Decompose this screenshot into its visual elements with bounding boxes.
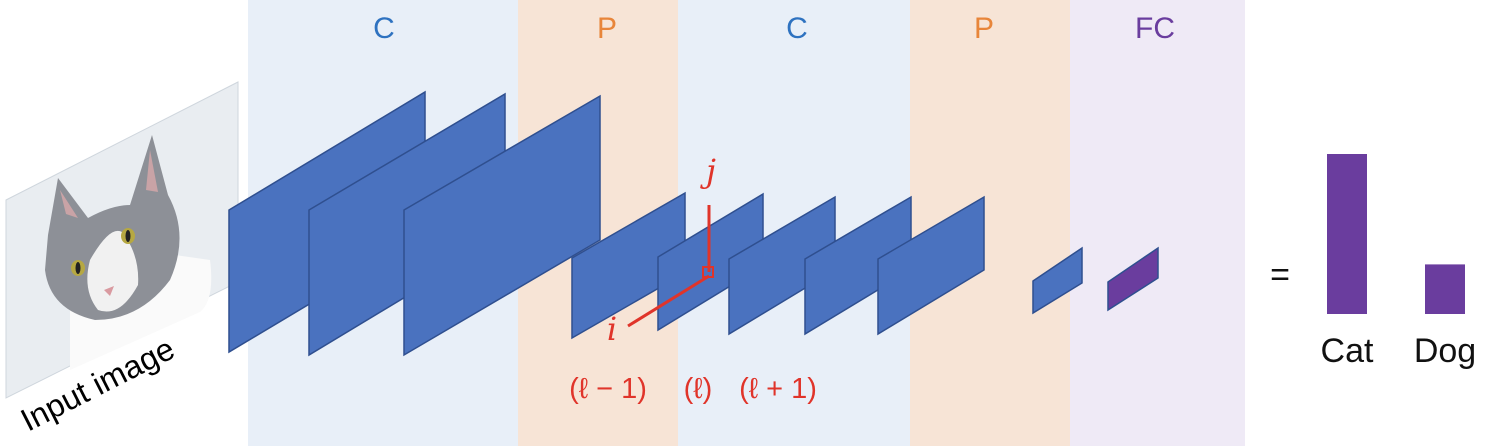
conv1-map-3 bbox=[403, 94, 601, 357]
conv2-map-4 bbox=[877, 195, 985, 336]
band-label-pool-1: P bbox=[597, 12, 617, 45]
i-label: i bbox=[607, 310, 617, 348]
pool2-map-1 bbox=[1032, 246, 1083, 315]
output-scores: = Cat Dog bbox=[1270, 154, 1476, 370]
layer-next-label: (ℓ + 1) bbox=[739, 373, 817, 405]
cat-class-label: Cat bbox=[1321, 332, 1374, 370]
i-axis-line bbox=[627, 274, 710, 328]
band-pool-2 bbox=[910, 0, 1070, 446]
dog-score-bar bbox=[1425, 264, 1465, 314]
layer-cur-label: (ℓ) bbox=[684, 373, 713, 405]
cat-photo-icon bbox=[5, 81, 239, 399]
band-label-conv-1: C bbox=[373, 12, 395, 45]
feature-maps bbox=[228, 90, 1159, 357]
equals-sign: = bbox=[1270, 256, 1290, 294]
cat-score-bar bbox=[1327, 154, 1367, 314]
band-fc bbox=[1070, 0, 1245, 446]
band-label-pool-2: P bbox=[974, 12, 994, 45]
band-label-conv-2: C bbox=[786, 12, 808, 45]
band-label-fc: FC bbox=[1135, 12, 1175, 45]
fc-map bbox=[1107, 246, 1159, 312]
stage-labels: C P C P FC bbox=[373, 12, 1175, 45]
dog-class-label: Dog bbox=[1414, 332, 1476, 370]
neuron-marker bbox=[702, 266, 714, 278]
layer-prev-label: (ℓ − 1) bbox=[569, 373, 647, 405]
